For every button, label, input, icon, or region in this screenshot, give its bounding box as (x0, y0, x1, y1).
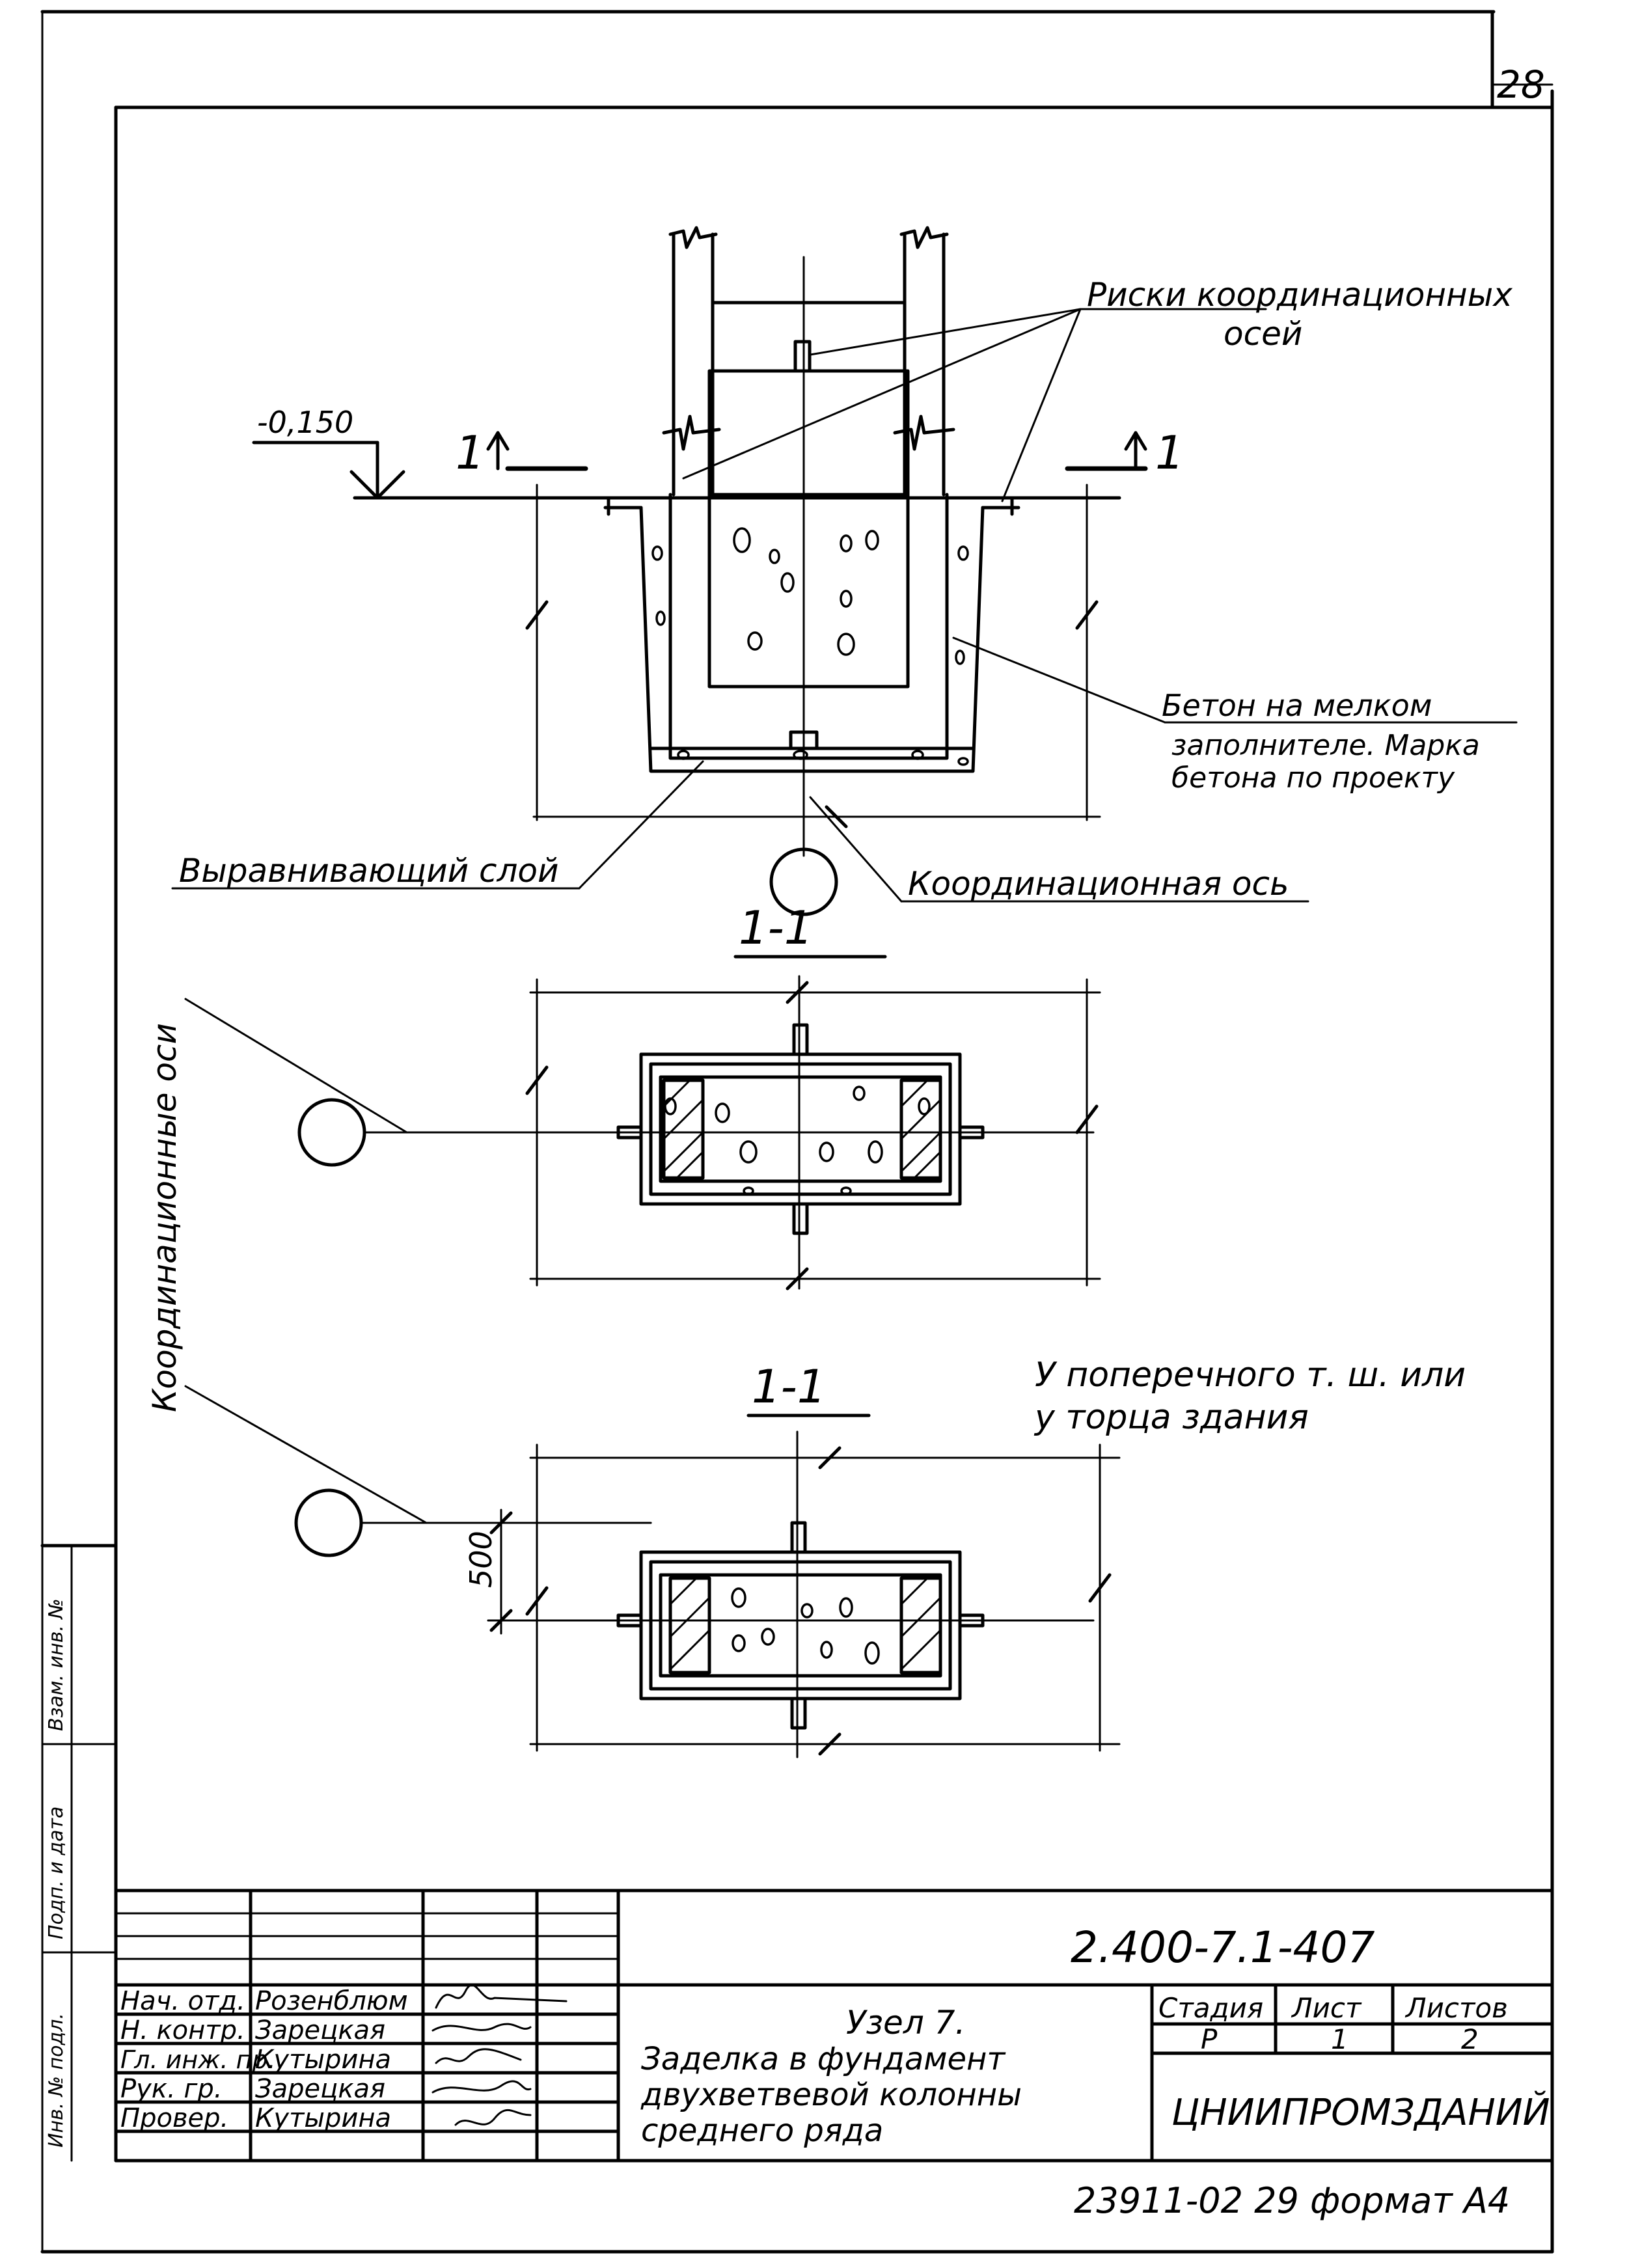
sig-role-4: Провер. (120, 2103, 228, 2133)
note-line-1: У поперечного т. ш. или (1035, 1356, 1466, 1395)
title-block: Нач. отд. Розенблюм Н. контр. Зарецкая Г… (114, 1889, 1554, 2221)
callout-leveling-layer: Выравнивающий слой (179, 852, 559, 890)
desc-line-3: среднего ряда (641, 2112, 883, 2149)
callout-concrete-2: заполнителе. Марка (1171, 729, 1480, 762)
elevation-label: -0,150 (257, 405, 353, 440)
section-b-title: 1-1 (752, 1360, 826, 1414)
page-number: 28 (1497, 62, 1545, 107)
sheet-value: 1 (1331, 2023, 1348, 2055)
sheets-header: Листов (1404, 1992, 1508, 2024)
sig-role-2: Гл. инж. пр. (120, 2045, 276, 2074)
node-title: Узел 7. (846, 2004, 965, 2042)
sig-role-0: Нач. отд. (120, 1986, 245, 2016)
side-stamp: Взам. инв. № Подп. и дата Инв. № подл. (40, 1544, 118, 2162)
note-line-2: у торца здания (1033, 1398, 1309, 1437)
sig-role-3: Рук. гр. (120, 2074, 223, 2104)
stamp-replace-inv: Взам. инв. № (45, 1598, 68, 1731)
elevation-arrow (349, 470, 405, 500)
callout-coord-axis: Координационная ось (908, 865, 1289, 903)
socket-outer (639, 506, 985, 773)
sheet-header: Лист (1291, 1992, 1362, 2024)
signature-scribbles (431, 1984, 568, 2126)
section-1-1-b: 1-1 У поперечного т. ш. или у торца здан… (294, 1356, 1466, 1758)
dimension-500: 500 (463, 1531, 499, 1588)
sig-name-1: Зарецкая (255, 2015, 385, 2045)
coord-axes-leader: Координационные оси (146, 998, 428, 1524)
callout-concrete-3: бетона по проекту (1171, 761, 1455, 795)
section-1-1-a: 1-1 (297, 901, 1101, 1291)
desc-line-2: двухветвевой колонны (640, 2077, 1022, 2113)
section-mark-right: 1 (1155, 426, 1184, 480)
stage-header: Стадия (1158, 1992, 1263, 2024)
axis-bubble-section-a (297, 1098, 366, 1167)
sheet-footer: 23911-02 29 формат А4 (1074, 2180, 1510, 2221)
callout-axis-marks-2: осей (1224, 315, 1302, 353)
desc-line-1: Заделка в фундамент (641, 2041, 1006, 2077)
stamp-sign-date: Подп. и дата (45, 1807, 68, 1939)
concrete-aggregate (651, 527, 969, 766)
elevation-view: -0,150 1 1 (252, 226, 1184, 916)
sig-name-3: Зарецкая (255, 2074, 385, 2104)
axis-bubble-section-b (294, 1488, 363, 1557)
sig-name-2: Кутырина (255, 2045, 391, 2075)
sig-role-1: Н. контр. (120, 2015, 245, 2045)
sig-name-4: Кутырина (255, 2103, 391, 2133)
stage-value: Р (1201, 2023, 1218, 2055)
callout-concrete-1: Бетон на мелком (1162, 688, 1432, 723)
sheets-value: 2 (1461, 2023, 1479, 2055)
sig-name-0: Розенблюм (255, 1986, 408, 2016)
organization: ЦНИИПРОМЗДАНИЙ (1171, 2092, 1550, 2134)
doc-code: 2.400-7.1-407 (1071, 1922, 1375, 1973)
section-mark-left: 1 (456, 426, 485, 480)
stamp-inv-no: Инв. № подл. (45, 2013, 68, 2148)
callouts: Риски координационных осей Бетон на мелк… (171, 276, 1518, 903)
callout-axis-marks-1: Риски координационных (1087, 276, 1512, 314)
socket-inner (668, 493, 949, 760)
section-a-title: 1-1 (739, 901, 813, 955)
section-b-inner (659, 1573, 942, 1678)
axis-bubble-elevation (769, 847, 838, 916)
callout-coord-axes-vertical: Координационные оси (146, 1023, 184, 1412)
